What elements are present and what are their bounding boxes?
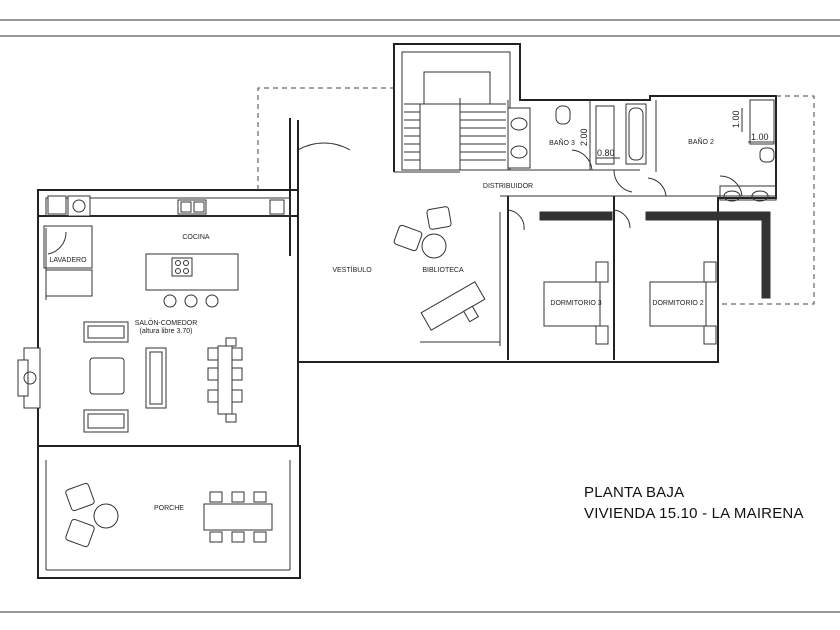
kitchen-furniture (45, 195, 291, 308)
porch-furniture (65, 482, 273, 548)
label-salon-comedor: SALÓN-COMEDOR (135, 318, 198, 327)
dimension-1-00-vertical: 1.00 (731, 110, 741, 128)
label-bano3: BAÑO 3 (549, 138, 575, 147)
dimension-2-00: 2.00 (579, 128, 589, 146)
label-dormitorio3: DORMITORIO 3 (550, 300, 601, 307)
label-altura-libre: (altura libre 3.70) (140, 328, 193, 335)
plan-subtitle: VIVIENDA 15.10 - LA MAIRENA (584, 505, 804, 522)
label-vestibulo: VESTÍBULO (332, 265, 372, 274)
doors (47, 142, 743, 255)
label-bano2: BAÑO 2 (688, 137, 714, 146)
living-furniture (17, 321, 243, 433)
dimension-annotations: 2.00 0.80 1.00 1.00 (579, 108, 774, 159)
title-block: PLANTA BAJA VIVIENDA 15.10 - LA MAIRENA (584, 482, 804, 524)
label-lavadero: LAVADERO (49, 257, 87, 264)
label-biblioteca: BIBLIOTECA (422, 267, 464, 274)
label-dormitorio2: DORMITORIO 2 (652, 300, 703, 307)
wardrobes (539, 211, 771, 299)
label-porche: PORCHE (154, 505, 184, 512)
dimension-0-80: 0.80 (597, 148, 615, 158)
label-cocina: COCINA (182, 234, 210, 241)
bathroom-fixtures (507, 99, 777, 202)
room-labels: COCINA LAVADERO SALÓN-COMEDOR (altura li… (49, 137, 713, 512)
bedroom-furniture (543, 261, 717, 345)
dimension-1-00-horizontal: 1.00 (751, 132, 769, 142)
plan-title: PLANTA BAJA (584, 484, 685, 501)
stair-treads (404, 98, 506, 170)
library-furniture (393, 206, 486, 331)
label-distribuidor: DISTRIBUIDOR (483, 183, 533, 190)
sheet-border (0, 19, 840, 613)
